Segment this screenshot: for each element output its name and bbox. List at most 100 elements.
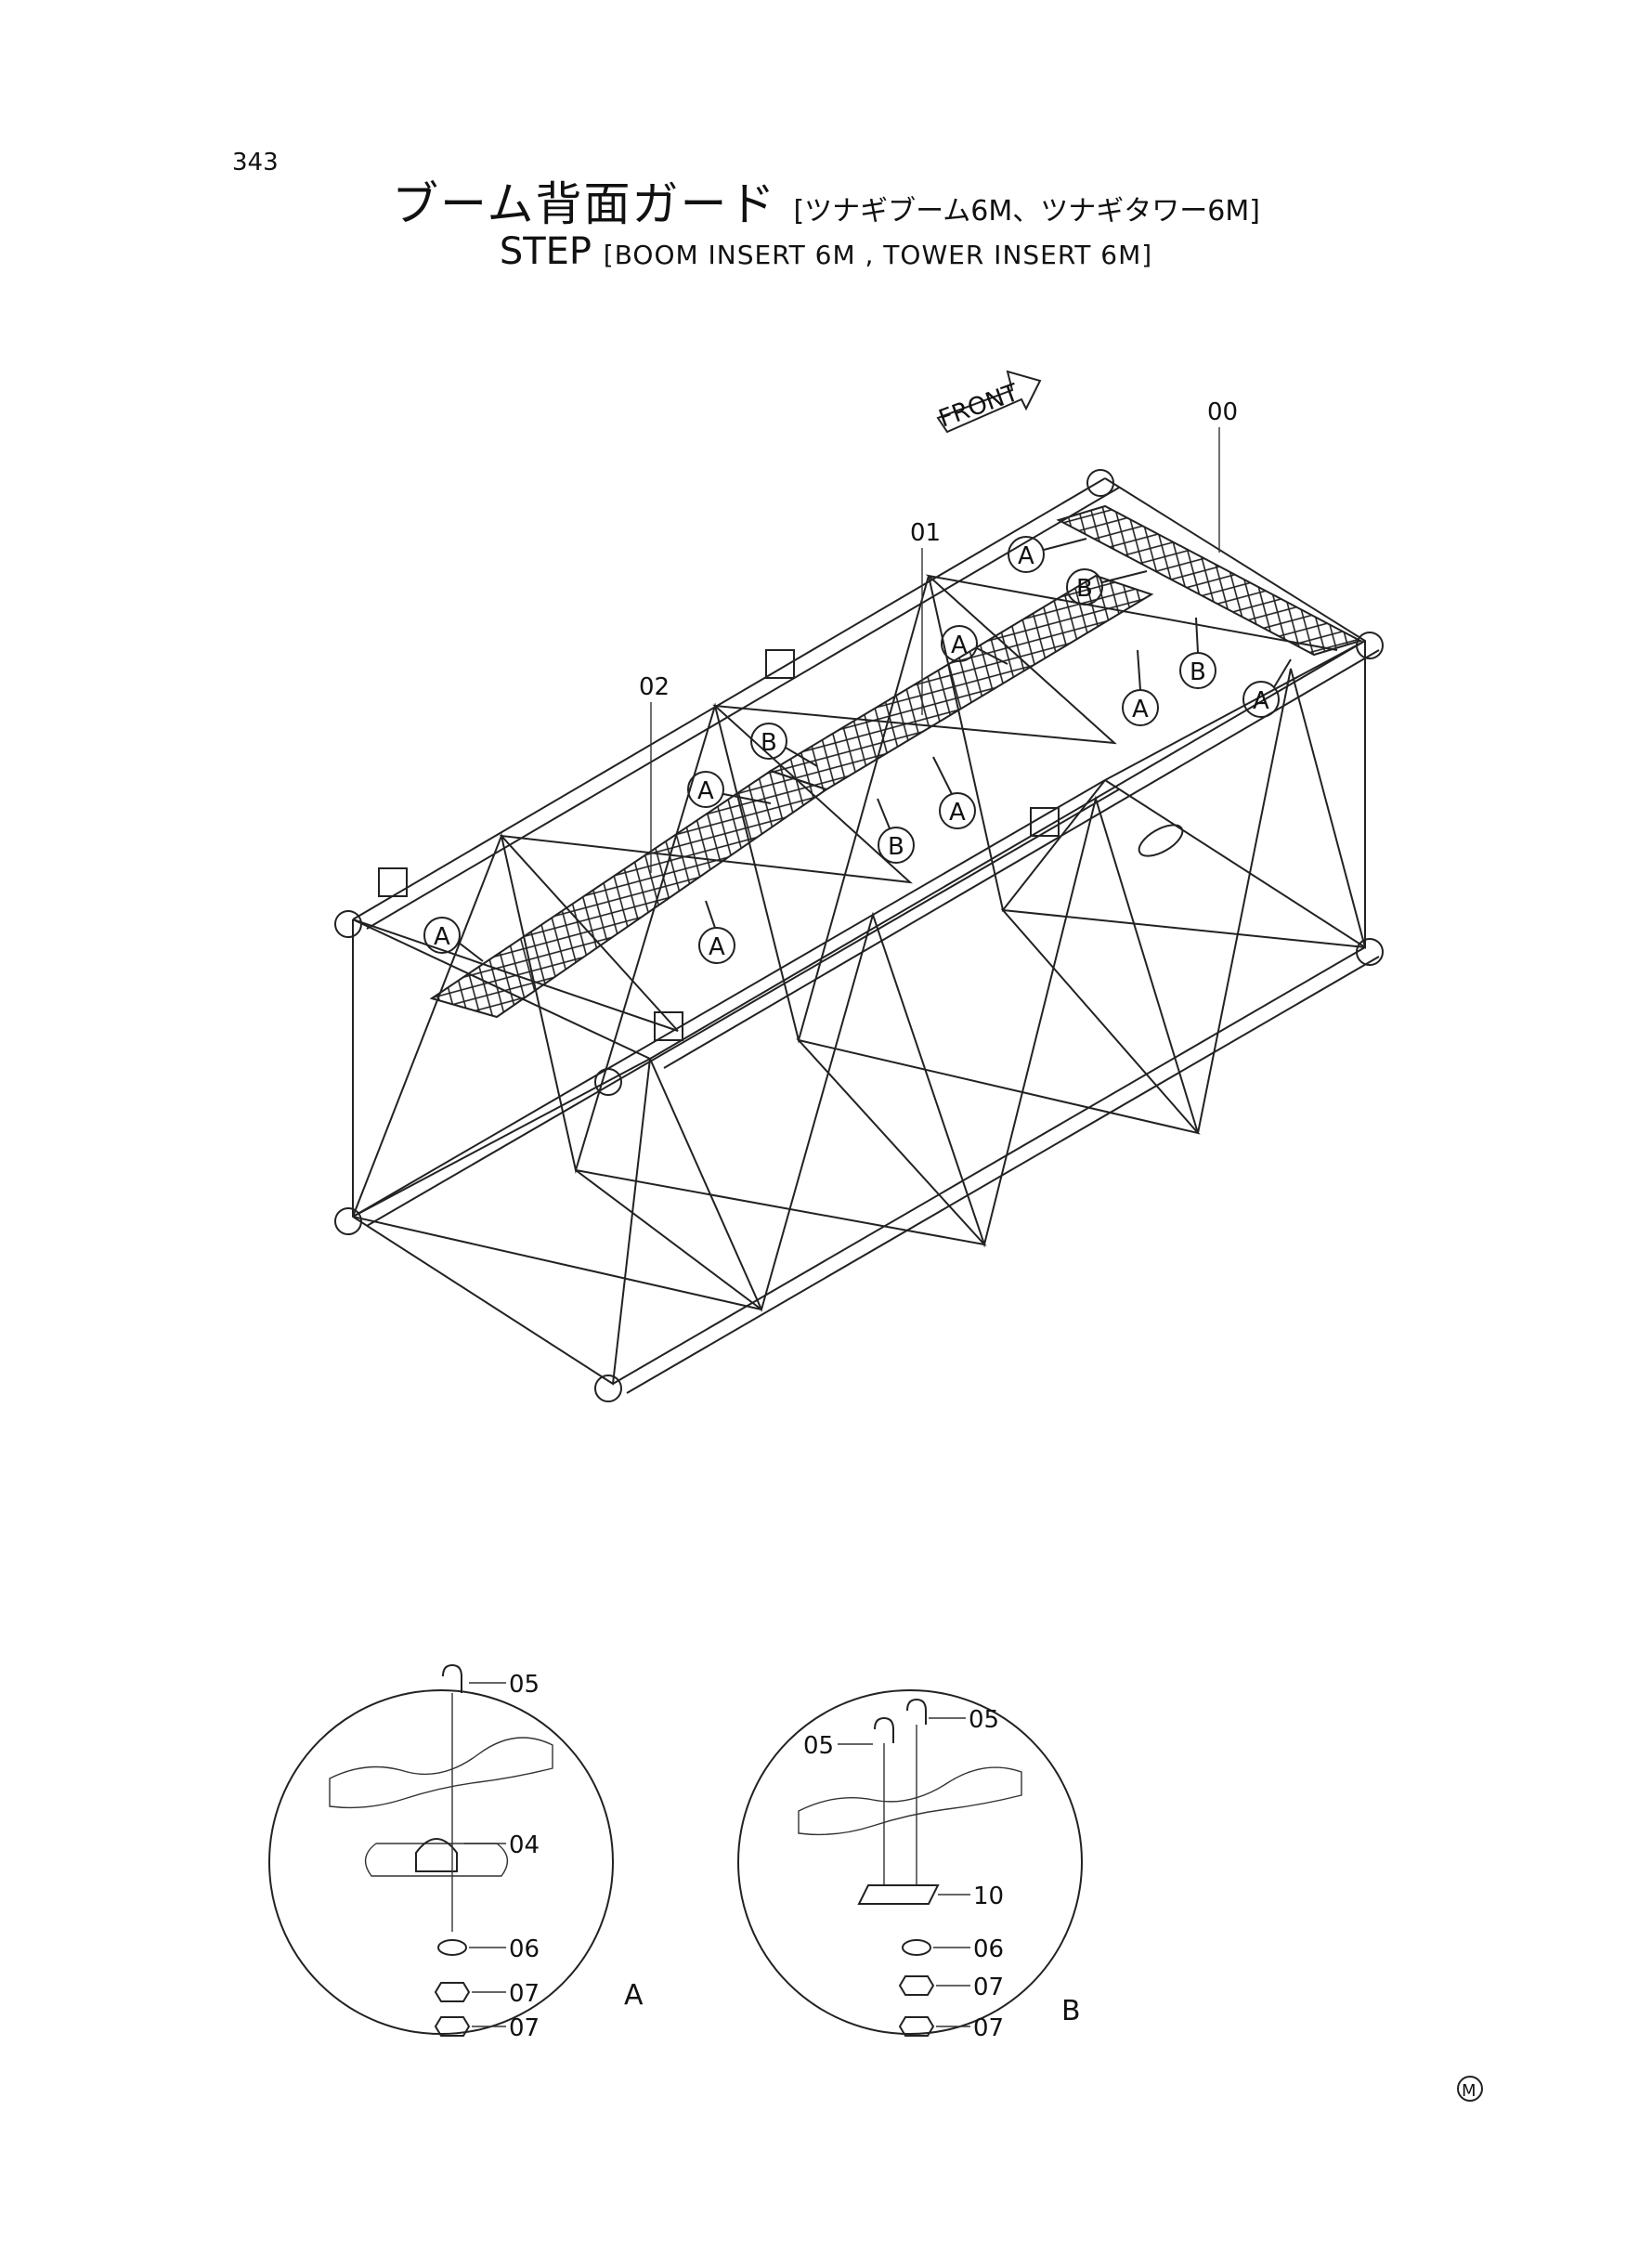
part-label-02: 02 [639, 673, 670, 701]
svg-text:A: A [697, 777, 714, 805]
svg-text:B: B [761, 729, 777, 757]
detail-a-label-04: 04 [509, 1831, 540, 1859]
end-frame-far [1104, 477, 1366, 949]
front-arrow-shape [936, 370, 1042, 434]
svg-text:A: A [1132, 696, 1149, 723]
detail-b-label-05-right: 05 [969, 1706, 999, 1734]
detail-b-plate [857, 1884, 940, 1905]
front-arrow-label: FRONT [935, 379, 1022, 434]
lacing-bottom-face [352, 908, 1366, 1310]
part-label-00: 00 [1207, 398, 1238, 426]
chord-bottom-left [352, 779, 1106, 1218]
detail-view-a: 05 04 06 07 07 A [268, 1663, 644, 2042]
callout-b-3: B [750, 723, 818, 767]
title-english: STEP [BOOM INSERT 6M , TOWER INSERT 6M] [0, 230, 1652, 273]
detail-a-chord-pipe [364, 1843, 509, 1877]
detail-b-circle [737, 1689, 1083, 2035]
svg-text:B: B [888, 833, 904, 861]
pin-boss-2 [334, 1207, 362, 1235]
callout-a-8: A [698, 900, 735, 964]
step-00-mesh [1056, 504, 1363, 657]
lacing-left-face [352, 575, 1106, 1218]
lacing-front-face [649, 668, 1366, 1312]
svg-text:A: A [709, 933, 725, 961]
detail-a-label-06: 06 [509, 1935, 540, 1963]
title-english-main: STEP [499, 230, 592, 273]
callout-b-2: B [1179, 617, 1216, 689]
detail-a-label-05: 05 [509, 1671, 540, 1699]
chord-clamp-2 [654, 1011, 683, 1041]
callouts: A B A B A A B A A B A A [423, 536, 1292, 964]
callout-a-5: A [687, 771, 772, 808]
detail-a-hook-bolt [442, 1663, 462, 1693]
step-walkway-group [429, 504, 1363, 1019]
detail-b-label-05-left: 05 [803, 1732, 834, 1760]
callout-b-1: B [1066, 568, 1148, 606]
detail-a-nut-2 [434, 2016, 471, 2037]
chord-clamp-4 [1030, 807, 1060, 837]
detail-a-washer [437, 1939, 467, 1956]
detail-a-nut-1 [434, 1982, 471, 2002]
title-japanese-sub: [ツナギブーム6M、ツナギタワー6M] [793, 195, 1260, 228]
front-direction-arrow: FRONT [935, 370, 1042, 434]
pin-boss-6 [1356, 632, 1384, 659]
title-english-sub: [BOOM INSERT 6M , TOWER INSERT 6M] [603, 240, 1153, 270]
detail-a-mesh [329, 1737, 553, 1809]
svg-text:B: B [1190, 658, 1206, 686]
detail-b-label-07a: 07 [973, 1974, 1004, 2001]
chord-top-left [352, 477, 1106, 920]
chord-top-front [649, 640, 1366, 1060]
detail-view-b: 05 05 10 06 07 07 B [737, 1689, 1083, 2042]
chord-bottom-front-inner [626, 956, 1380, 1394]
svg-text:A: A [1018, 542, 1034, 570]
callout-b-4: B [877, 798, 915, 864]
title-japanese-main: ブーム背面ガード [392, 177, 777, 231]
chord-clamp-3 [765, 649, 795, 679]
callout-a-3: A [1122, 649, 1159, 726]
detail-a-circle [268, 1689, 614, 2035]
page-number: 343 [232, 149, 279, 176]
callout-a-6: A [932, 756, 976, 829]
pin-boss-1 [334, 910, 362, 938]
detail-b-mesh [798, 1766, 1022, 1836]
pin-boss-4 [594, 1375, 622, 1402]
step-01-mesh [768, 574, 1154, 791]
detail-b-letter: B [1061, 1995, 1081, 2027]
title-japanese: ブーム背面ガード [ツナギブーム6M、ツナギタワー6M] [0, 167, 1652, 234]
detail-a-label-07a: 07 [509, 1980, 540, 2008]
svg-text:A: A [434, 923, 450, 951]
chord-top-front-inner [663, 649, 1380, 1069]
detail-b-label-10: 10 [973, 1883, 1004, 1910]
detail-b-nut-2 [898, 2016, 935, 2037]
step-02-mesh [429, 769, 829, 1019]
end-brace-far [1104, 640, 1366, 781]
part-label-01: 01 [910, 519, 941, 547]
chord-clamp-1 [378, 867, 408, 897]
callout-a-7: A [423, 917, 484, 962]
pin-boss-3 [594, 1068, 622, 1096]
end-frame-near [352, 919, 652, 1386]
boom-lattice-section [334, 469, 1384, 1402]
pin-boss-7 [1356, 938, 1384, 966]
pin-boss-5 [1086, 469, 1114, 497]
detail-b-label-07b: 07 [973, 2014, 1004, 2042]
callout-a-4: A [1242, 658, 1292, 718]
detail-b-label-06: 06 [973, 1935, 1004, 1963]
detail-b-hook-bolt-1 [874, 1716, 894, 1743]
chord-bottom-left-inner [366, 788, 1120, 1227]
detail-b-washer [902, 1939, 931, 1956]
detail-a-clamp [415, 1838, 458, 1872]
manufacturer-mark: M [1457, 2076, 1483, 2102]
side-fitting [1138, 824, 1184, 857]
detail-a-letter: A [624, 1979, 644, 2012]
svg-text:B: B [1076, 575, 1093, 603]
detail-b-nut-1 [898, 1975, 935, 1996]
manufacturer-mark-letter: M [1462, 2081, 1476, 2101]
chord-bottom-front [612, 946, 1366, 1385]
svg-text:A: A [949, 799, 966, 827]
svg-text:A: A [951, 632, 968, 659]
callout-a-2: A [941, 625, 1008, 665]
callout-a-1: A [1008, 536, 1087, 573]
detail-b-hook-bolt-2 [906, 1698, 927, 1725]
